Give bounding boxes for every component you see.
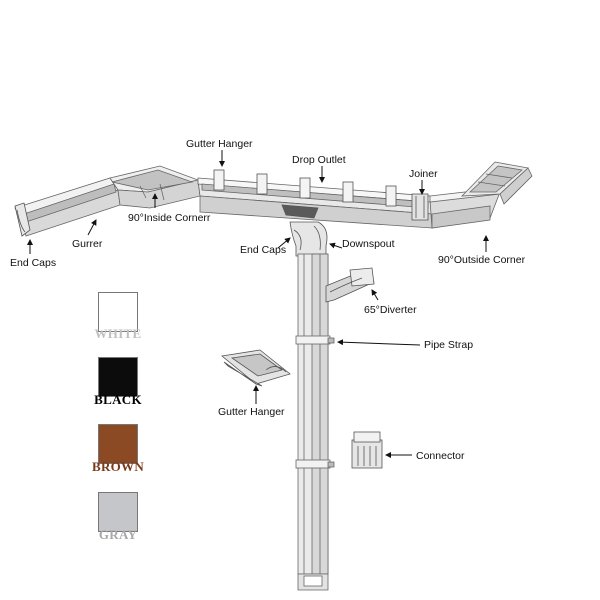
label-inside-corner: 90°Inside Cornerr [128,212,211,224]
label-outside-corner: 90°Outside Corner [438,254,526,266]
swatch-label-white: WHITE [94,326,142,341]
label-connector: Connector [416,450,465,462]
swatch-label-black: BLACK [94,392,142,407]
label-diverter: 65°Diverter [364,304,417,316]
end-cap-left [14,202,31,237]
gutter-hangers-top [213,169,397,207]
swatch-black [98,357,138,397]
leader-arrows [27,150,489,458]
label-pipe-strap: Pipe Strap [424,339,474,351]
swatch-white [98,292,138,332]
label-gutter-hanger-top: Gutter Hanger [186,138,253,150]
label-end-caps-center: End Caps [240,244,287,256]
label-downspout: Downspout [342,238,395,250]
label-gurrer: Gurrer [72,238,103,250]
label-end-caps-left: End Caps [10,257,57,269]
diverter-piece [325,267,375,303]
swatch-brown [98,424,138,464]
connector-piece [351,431,383,469]
gutter-left-section [14,177,121,237]
swatch-label-gray: GRAY [98,527,138,542]
downspout-pipe [295,253,335,591]
gutter-main-run [197,177,433,229]
swatch-gray [98,492,138,532]
drop-outlet [281,204,319,219]
loose-gutter-piece [221,349,291,387]
swatch-label-brown: BROWN [91,459,145,474]
label-gutter-hanger-bottom: Gutter Hanger [218,406,285,418]
label-drop-outlet: Drop Outlet [292,154,346,166]
downspout-elbow [289,221,328,257]
label-joiner: Joiner [409,168,438,180]
joiner-piece [411,193,429,221]
gutter-right-section [461,161,533,205]
